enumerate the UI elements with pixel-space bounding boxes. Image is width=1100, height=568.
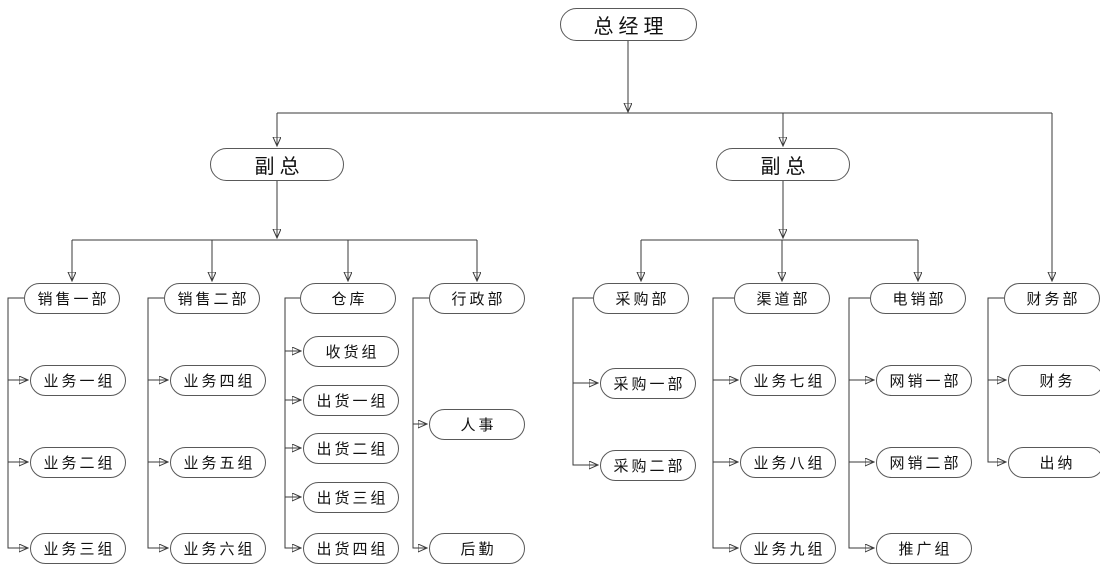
org-node-shipping-group-2[interactable]: 出货二组	[303, 433, 399, 464]
org-node-admin-dept[interactable]: 行政部	[429, 283, 525, 314]
org-node-shipping-group-3[interactable]: 出货三组	[303, 482, 399, 513]
org-node-business-group-6[interactable]: 业务六组	[170, 533, 266, 564]
org-node-shipping-group-4[interactable]: 出货四组	[303, 533, 399, 564]
edge-channel-trunk	[712, 297, 738, 548]
org-node-business-group-2[interactable]: 业务二组	[30, 447, 126, 478]
org-node-sales-dept-2[interactable]: 销售二部	[164, 283, 260, 314]
org-node-promotion-group[interactable]: 推广组	[876, 533, 972, 564]
org-node-business-group-3[interactable]: 业务三组	[30, 533, 126, 564]
org-node-online-sales-1[interactable]: 网销一部	[876, 365, 972, 396]
edge-sales2-trunk	[147, 297, 168, 548]
org-node-online-sales-2[interactable]: 网销二部	[876, 447, 972, 478]
org-node-vice-president-left[interactable]: 副总	[210, 148, 344, 181]
org-node-purchasing-2[interactable]: 采购二部	[600, 450, 696, 481]
edge-admin-trunk	[412, 297, 429, 548]
edge-purchasing-trunk	[572, 297, 598, 465]
org-node-business-group-1[interactable]: 业务一组	[30, 365, 126, 396]
org-node-business-group-4[interactable]: 业务四组	[170, 365, 266, 396]
org-node-logistics[interactable]: 后勤	[429, 533, 525, 564]
org-node-telesales-dept[interactable]: 电销部	[870, 283, 966, 314]
org-node-warehouse[interactable]: 仓库	[300, 283, 396, 314]
org-node-sales-dept-1[interactable]: 销售一部	[24, 283, 120, 314]
edge-telesales-trunk	[848, 297, 874, 548]
edge-warehouse-trunk	[284, 297, 301, 548]
org-node-hr[interactable]: 人事	[429, 409, 525, 440]
edge-sales1-trunk	[7, 297, 28, 548]
org-node-finance-dept[interactable]: 财务部	[1004, 283, 1100, 314]
org-node-channel-dept[interactable]: 渠道部	[734, 283, 830, 314]
org-node-vice-president-right[interactable]: 副总	[716, 148, 850, 181]
org-node-business-group-5[interactable]: 业务五组	[170, 447, 266, 478]
org-node-cashier[interactable]: 出纳	[1008, 447, 1100, 478]
org-node-business-group-8[interactable]: 业务八组	[740, 447, 836, 478]
org-node-business-group-7[interactable]: 业务七组	[740, 365, 836, 396]
org-node-finance[interactable]: 财务	[1008, 365, 1100, 396]
org-node-receiving-group[interactable]: 收货组	[303, 336, 399, 367]
org-node-purchasing-1[interactable]: 采购一部	[600, 368, 696, 399]
org-node-shipping-group-1[interactable]: 出货一组	[303, 385, 399, 416]
org-node-general-manager[interactable]: 总经理	[560, 8, 697, 41]
org-node-business-group-9[interactable]: 业务九组	[740, 533, 836, 564]
org-node-purchasing-dept[interactable]: 采购部	[593, 283, 689, 314]
